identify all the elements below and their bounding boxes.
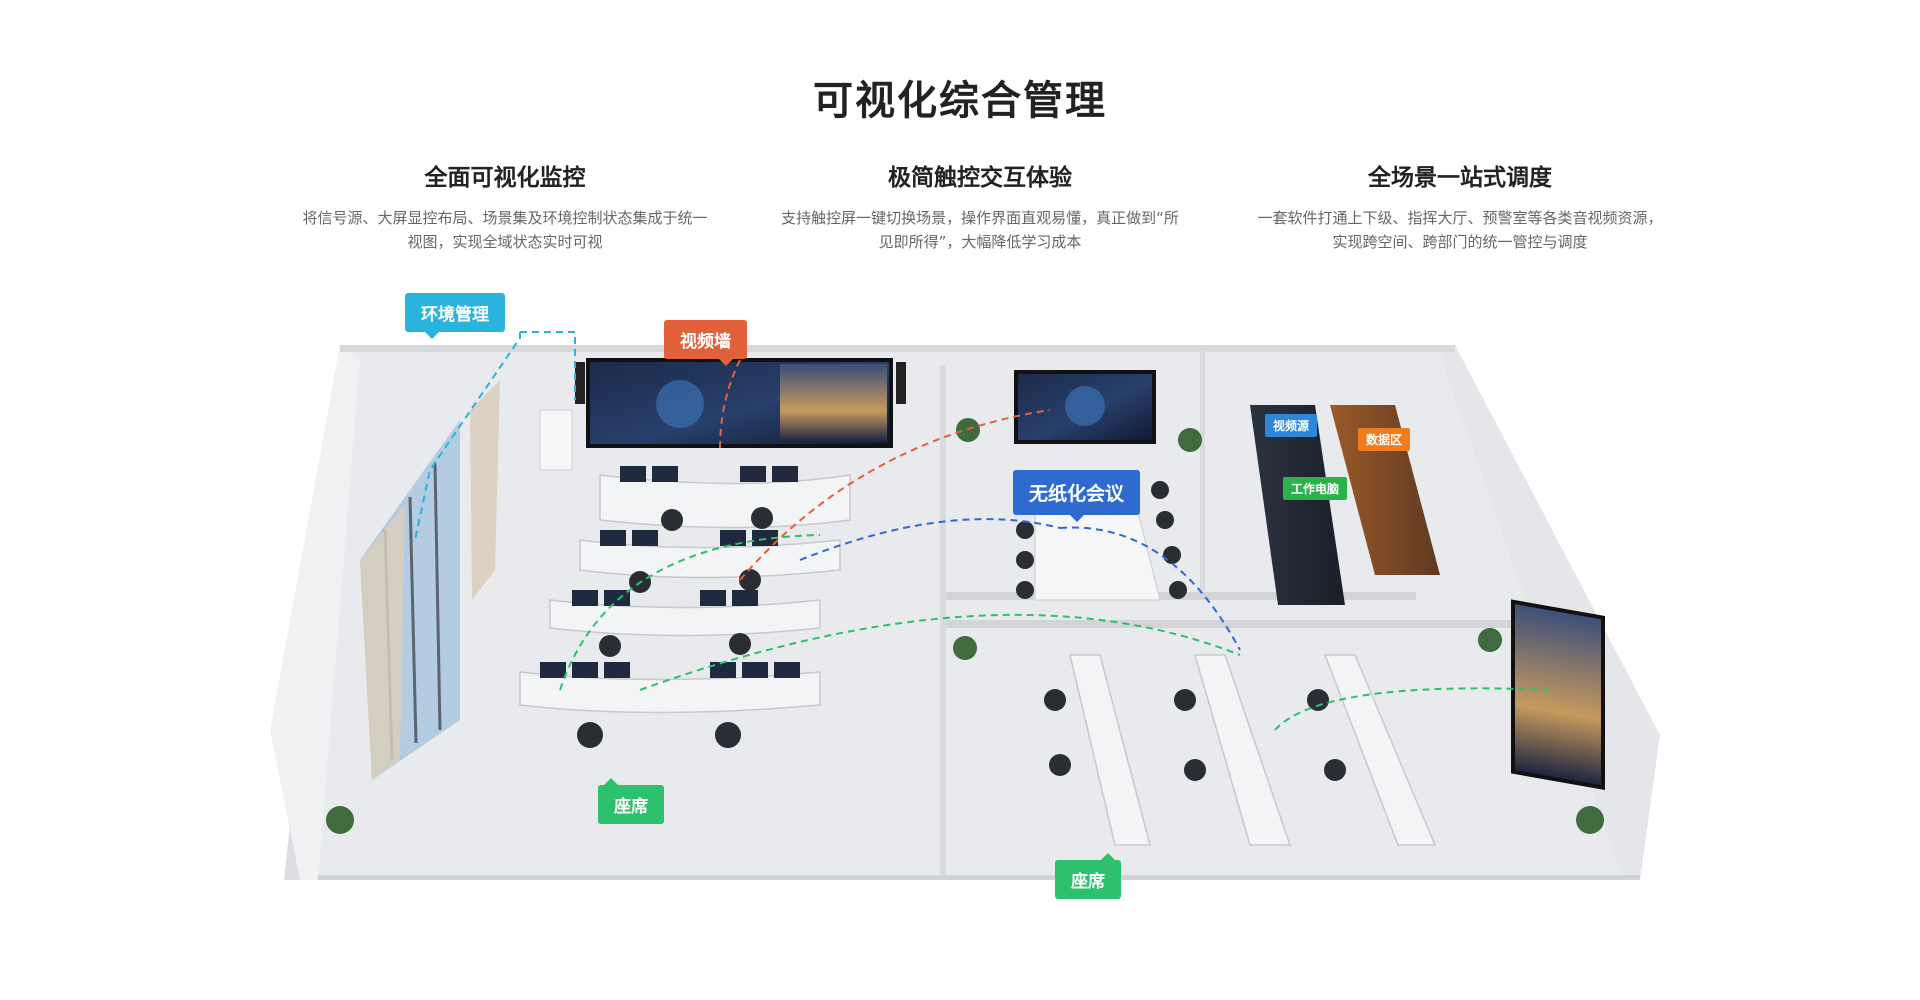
connection-lines	[414, 331, 1551, 731]
feature-one-stop-dispatch: 全场景一站式调度 一套软件打通上下级、指挥大厅、预警室等各类音视频资源， 实现跨…	[1235, 158, 1685, 254]
feature-description: 支持触控屏一键切换场景，操作界面直观易懂，真正做到“所 见即所得”，大幅降低学习…	[755, 206, 1205, 254]
seating-label-right[interactable]: 座席	[1055, 853, 1121, 899]
floor	[318, 345, 1635, 880]
video-wall-label[interactable]: 视频墙	[664, 320, 747, 366]
seating-desks	[1069, 654, 1437, 846]
feature-title: 全面可视化监控	[424, 165, 586, 191]
feature-desc-line: 支持触控屏一键切换场景，操作界面直观易懂，真正做到“所	[781, 209, 1179, 227]
feature-desc-line: 将信号源、大屏显控布局、场景集及环境控制状态集成于统一	[302, 209, 708, 227]
workstation-label[interactable]: 工作电脑	[1283, 477, 1348, 500]
feature-title: 极简触控交互体验	[888, 165, 1072, 191]
feature-touch-interaction: 极简触控交互体验 支持触控屏一键切换场景，操作界面直观易懂，真正做到“所 见即所…	[755, 158, 1205, 254]
curtain	[360, 505, 405, 780]
window	[360, 420, 460, 780]
console-desk	[599, 474, 851, 529]
feature-description: 将信号源、大屏显控布局、场景集及环境控制状态集成于统一 视图，实现全域状态实时可…	[280, 206, 730, 254]
feature-desc-line: 一套软件打通上下级、指挥大厅、预警室等各类音视频资源，	[1257, 209, 1663, 227]
side-wall-screen	[1511, 599, 1605, 791]
meeting-room-screen	[1014, 370, 1156, 444]
feature-desc-line: 见即所得”，大幅降低学习成本	[878, 233, 1082, 251]
partition-wall	[940, 365, 946, 875]
feature-visual-monitoring: 全面可视化监控 将信号源、大屏显控布局、场景集及环境控制状态集成于统一 视图，实…	[280, 158, 730, 254]
paperless-meeting-label[interactable]: 无纸化会议	[1013, 470, 1141, 522]
page-title: 可视化综合管理	[813, 78, 1107, 124]
feature-description: 一套软件打通上下级、指挥大厅、预警室等各类音视频资源， 实现跨空间、跨部门的统一…	[1235, 206, 1685, 254]
feature-title: 全场景一站式调度	[1368, 165, 1552, 191]
environment-management-label[interactable]: 环境管理	[405, 293, 505, 339]
plants	[326, 418, 1604, 834]
data-zone-label[interactable]: 数据区	[1358, 428, 1411, 451]
feature-desc-line: 实现跨空间、跨部门的统一管控与调度	[1332, 233, 1588, 251]
partition-wall	[946, 592, 1416, 600]
video-source-label[interactable]: 视频源	[1265, 414, 1318, 437]
video-wall-screen	[586, 358, 893, 448]
seating-label-left[interactable]: 座席	[598, 778, 664, 824]
feature-desc-line: 视图，实现全域状态实时可视	[407, 233, 603, 251]
